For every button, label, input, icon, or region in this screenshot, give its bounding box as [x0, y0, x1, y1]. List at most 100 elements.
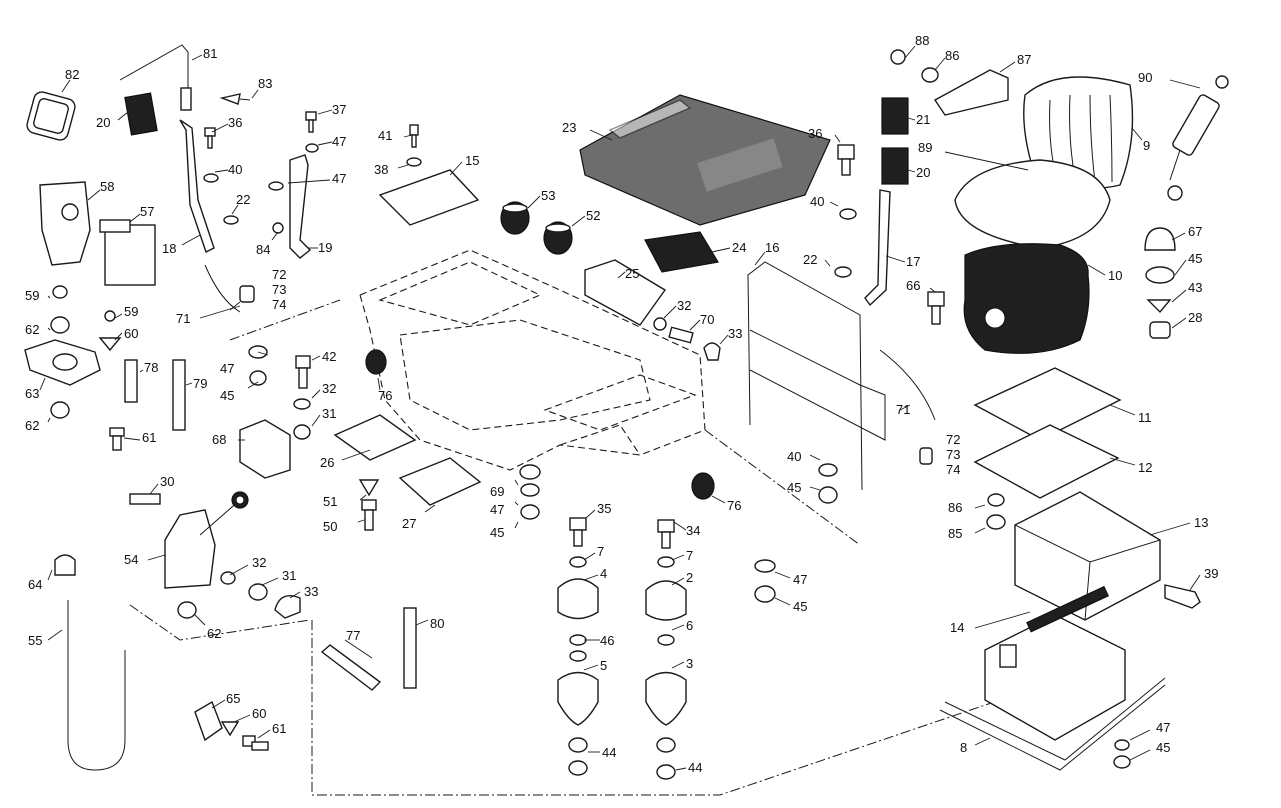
label-47: 47 [332, 171, 346, 186]
label-76: 76 [378, 388, 392, 403]
label-44: 44 [602, 745, 616, 760]
part-68-bracket [239, 419, 291, 479]
label-82: 82 [65, 67, 79, 82]
label-85: 85 [948, 526, 962, 541]
label-66: 66 [906, 278, 920, 293]
part-80-strip [403, 607, 417, 689]
bolt-stack-19 [268, 111, 319, 234]
bolt-group-70 [653, 317, 721, 361]
label-58: 58 [100, 179, 114, 194]
label-62: 62 [207, 626, 221, 641]
label-26: 26 [320, 455, 334, 470]
label-71: 71 [896, 402, 910, 417]
part-83-wing-screw [219, 93, 251, 105]
part-72-sleeve [239, 285, 255, 303]
label-68: 68 [212, 432, 226, 447]
part-20-plate-left [124, 92, 158, 136]
label-21: 21 [916, 112, 930, 127]
label-59: 59 [25, 288, 39, 303]
label-51: 51 [323, 494, 337, 509]
part-86-washer [987, 493, 1005, 507]
label-70: 70 [700, 312, 714, 327]
part-11-plate [973, 367, 1122, 441]
label-76: 76 [727, 498, 741, 513]
part-62-nut-lower [177, 601, 197, 619]
part-27-plate [398, 457, 482, 506]
label-45: 45 [793, 599, 807, 614]
label-53: 53 [541, 188, 555, 203]
label-12: 12 [1138, 460, 1152, 475]
label-31: 31 [322, 406, 336, 421]
label-30: 30 [160, 474, 174, 489]
label-32: 32 [252, 555, 266, 570]
label-87: 87 [1017, 52, 1031, 67]
part-labels: 81 82 83 20 36 37 47 47 40 22 84 19 18 5… [25, 33, 1218, 775]
label-69: 69 [490, 484, 504, 499]
label-7: 7 [686, 548, 693, 563]
label-6: 6 [686, 618, 693, 633]
label-20: 20 [96, 115, 110, 130]
part-26-plate [333, 414, 417, 461]
part-90-damper [1167, 75, 1229, 201]
label-79: 79 [193, 376, 207, 391]
parts-51-50 [358, 479, 380, 531]
part-58-clevis [39, 181, 91, 266]
label-81: 81 [203, 46, 217, 61]
part-82-gasket [26, 91, 76, 141]
label-77: 77 [346, 628, 360, 643]
part-76-spring-a [365, 349, 387, 375]
label-5: 5 [600, 658, 607, 673]
label-40: 40 [228, 162, 242, 177]
label-20: 20 [916, 165, 930, 180]
label-45: 45 [220, 388, 234, 403]
mount-stack-right [645, 519, 687, 780]
label-18: 18 [162, 241, 176, 256]
label-45: 45 [1188, 251, 1202, 266]
label-67: 67 [1188, 224, 1202, 239]
label-64: 64 [28, 577, 42, 592]
label-24: 24 [732, 240, 746, 255]
left-small-parts [24, 285, 125, 451]
label-9: 9 [1143, 138, 1150, 153]
label-41: 41 [378, 128, 392, 143]
label-47: 47 [793, 572, 807, 587]
part-21-plate [881, 97, 909, 135]
label-52: 52 [586, 208, 600, 223]
bolt-stack-left [203, 127, 239, 225]
label-40: 40 [787, 449, 801, 464]
part-81-rod [119, 44, 192, 111]
part-15-plate [378, 124, 480, 226]
label-32: 32 [322, 381, 336, 396]
label-15: 15 [465, 153, 479, 168]
label-50: 50 [323, 519, 337, 534]
label-8: 8 [960, 740, 967, 755]
label-4: 4 [600, 566, 607, 581]
label-61: 61 [142, 430, 156, 445]
label-47: 47 [1156, 720, 1170, 735]
label-72: 72 [272, 267, 286, 282]
label-22: 22 [236, 192, 250, 207]
label-74: 74 [272, 297, 286, 312]
part-64-cap [54, 554, 76, 576]
label-28: 28 [1188, 310, 1202, 325]
label-62: 62 [25, 322, 39, 337]
label-63: 63 [25, 386, 39, 401]
part-18-bracket [179, 119, 215, 253]
part-19-bracket [289, 154, 312, 259]
label-16: 16 [765, 240, 779, 255]
part-79-strip [172, 359, 186, 431]
label-45: 45 [490, 525, 504, 540]
part-20-plate-right [881, 147, 909, 185]
label-71: 71 [176, 311, 190, 326]
part-8-slide-assembly [939, 585, 1166, 771]
label-73: 73 [946, 447, 960, 462]
label-11: 11 [1138, 410, 1152, 425]
parts-65-60-61 [194, 700, 269, 751]
chassis-frame [129, 249, 1001, 796]
part-78-strip [124, 359, 138, 403]
label-62: 62 [25, 418, 39, 433]
label-72: 72 [946, 432, 960, 447]
parts-69-47-45 [519, 464, 541, 520]
label-3: 3 [686, 656, 693, 671]
